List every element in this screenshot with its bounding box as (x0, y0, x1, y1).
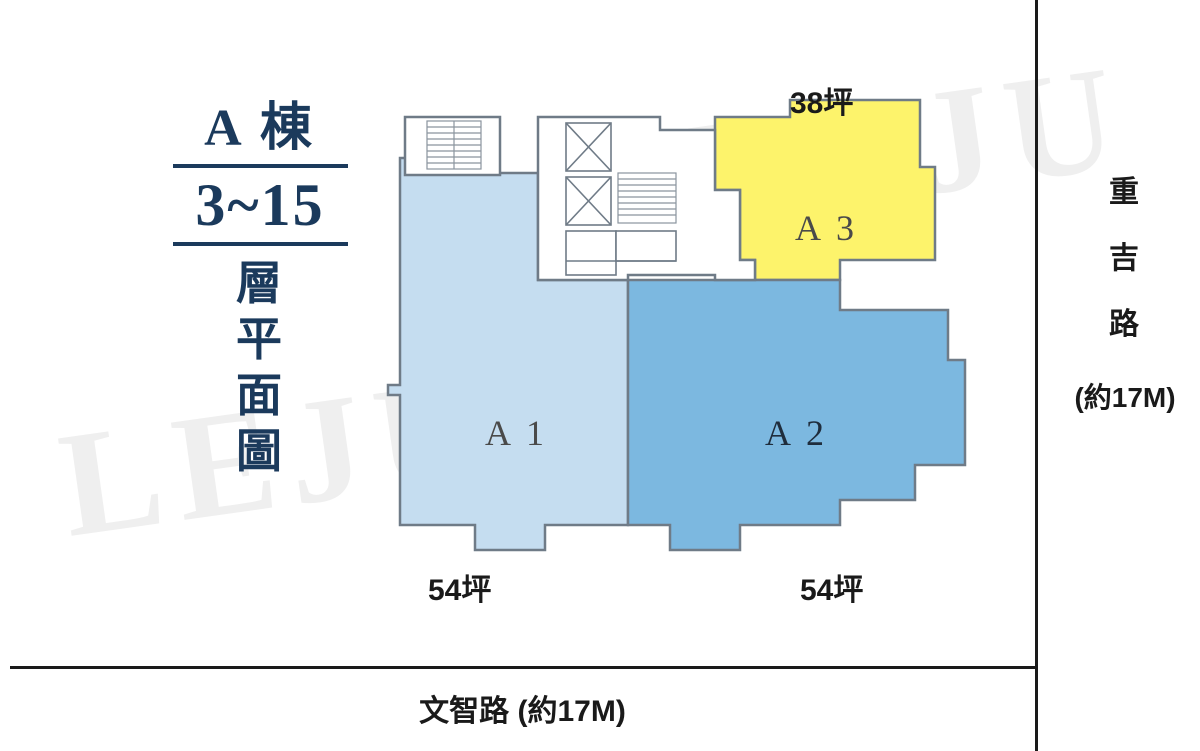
unit-shape-a3 (713, 98, 937, 282)
stair-hatching-right (617, 172, 677, 224)
road-right-char-2: 吉 (1109, 242, 1141, 275)
vertical-divider (1035, 0, 1038, 751)
plan-label-char-2: 平 (236, 314, 284, 365)
road-right-char-1: 重 (1109, 176, 1141, 209)
area-callout-a3: 38坪 (790, 87, 854, 120)
road-right-width: (約17M) (1074, 382, 1176, 413)
elevator-shafts (565, 122, 612, 226)
title-rule-bottom (172, 242, 348, 246)
plan-label-char-1: 層 (236, 258, 284, 309)
plan-label-char-4: 圖 (236, 426, 284, 477)
road-right: 重 吉 路 (約17M) (1060, 160, 1190, 416)
title-block: A 棟 3~15 層 平 面 圖 (160, 100, 360, 480)
unit-label-a3: A 3 (795, 208, 859, 248)
area-callout-a2: 54坪 (800, 574, 864, 607)
core-partitions (537, 117, 677, 280)
stair-hatching (426, 120, 482, 170)
road-right-char-3: 路 (1109, 308, 1141, 341)
building-title: A 棟 (204, 100, 316, 157)
area-callout-a1: 54坪 (428, 574, 492, 607)
plan-label: 層 平 面 圖 (160, 256, 360, 480)
horizontal-divider (10, 666, 1035, 669)
floor-range: 3~15 (195, 172, 325, 238)
unit-shape-a2 (626, 278, 967, 552)
unit-label-a2: A 2 (765, 413, 829, 453)
plan-label-char-3: 面 (236, 370, 284, 421)
title-rule-top (172, 164, 348, 168)
unit-label-a1: A 1 (485, 413, 549, 453)
road-bottom-label: 文智路 (約17M) (419, 695, 626, 728)
floor-plan-drawing (370, 95, 1030, 630)
